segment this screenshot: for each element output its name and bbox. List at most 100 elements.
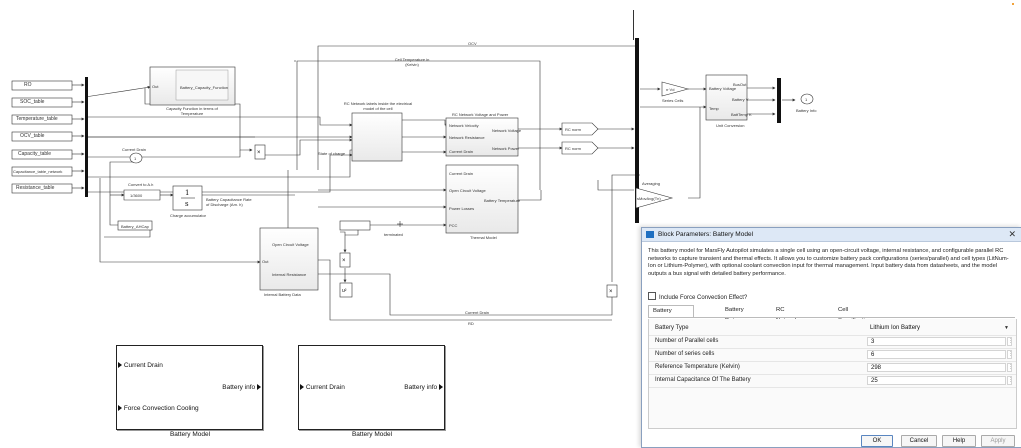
force-convection-checkbox[interactable]	[648, 292, 656, 300]
product-block-2[interactable]	[339, 252, 351, 268]
svg-text:×: ×	[257, 150, 261, 156]
param-row-reference-temperature: Reference Temperature (Kelvin) 298 ⋮	[649, 362, 1016, 375]
input-label-ro: RO	[24, 82, 32, 88]
product-block-3[interactable]	[606, 284, 618, 298]
tab-battery-data[interactable]: Battery Data	[725, 307, 744, 324]
capacity-out: Out	[152, 84, 159, 89]
force-convection-checkbox-row[interactable]: Include Force Convection Effect?	[648, 292, 747, 301]
thermal-model-caption: Thermal Model	[470, 235, 497, 240]
help-button[interactable]: Help	[942, 435, 976, 447]
close-icon[interactable]: ✕	[1008, 229, 1016, 239]
network-resistance-label: Network Resistance	[449, 135, 485, 140]
series-cells-gain[interactable]	[661, 81, 690, 97]
internal-battery-data-block[interactable]	[259, 227, 319, 291]
force-convection-label: Include Force Convection Effect?	[659, 295, 748, 301]
gain-1-3600[interactable]	[123, 189, 161, 201]
current-drain-small-label: Current Drain	[449, 149, 474, 154]
input-label-capacitance: Capacitance_table_network	[13, 169, 63, 174]
battery-ahcap-block[interactable]	[117, 220, 153, 231]
averaging-gain[interactable]	[635, 187, 674, 209]
tab-rc-network-data[interactable]: RC Network Data	[776, 307, 798, 335]
ocv-label: OCV	[468, 41, 477, 46]
current-drain-2-label: Current Drain	[449, 171, 474, 176]
pcc-label: PCC	[449, 223, 458, 228]
battery-info-label: Battery Info	[796, 108, 817, 113]
internal-capacitance-field[interactable]: 25	[867, 376, 1006, 385]
cancel-button[interactable]: Cancel	[901, 435, 937, 447]
ok-button[interactable]: OK	[861, 435, 893, 447]
rc-network-desc: RC Network labels inside the electrical …	[343, 101, 413, 111]
chevron-down-icon: ▼	[1004, 325, 1009, 331]
battery-voltage-label: Battery Voltage	[709, 86, 737, 91]
parallel-cells-field[interactable]: 3	[867, 337, 1006, 346]
battery-info-port-num: 1	[805, 97, 808, 102]
averaging-label: Averaging	[642, 181, 660, 186]
mux-bus	[635, 38, 639, 223]
capacity-fn-inner: Battery_Capacity_Function	[180, 85, 229, 90]
convert-ah-label: Convert to A.h	[128, 182, 154, 187]
dialog-description: This battery model for MarsFly Autopilot…	[648, 248, 1009, 277]
selector-block[interactable]	[339, 220, 371, 231]
internal-battery-data-caption: Internal Battery Data	[264, 292, 301, 297]
input-label-capacity: Capacity_table	[18, 151, 52, 157]
series-cells-field[interactable]: 6	[867, 350, 1006, 359]
battery-model-subsystem-1[interactable]: Current Drain Force Convection Cooling B…	[116, 345, 263, 430]
square-block[interactable]	[339, 282, 353, 298]
dialog-titlebar[interactable]: Block Parameters: Battery Model ✕	[642, 228, 1021, 242]
gain-3600-label: 1/3600	[130, 193, 143, 198]
parameter-panel: Battery Type Lithium Ion Battery▼ Number…	[648, 319, 1017, 429]
apply-button[interactable]: Apply	[981, 435, 1015, 447]
rc-voltage-power-block[interactable]	[445, 117, 519, 157]
product-block[interactable]	[254, 144, 266, 160]
ocv-wire	[317, 45, 638, 170]
ibd-out-label: Out	[262, 259, 269, 264]
param-label: Number of Parallel cells	[655, 338, 719, 344]
battery-type-dropdown[interactable]: Lithium Ion Battery▼	[870, 325, 1009, 331]
kebab-menu-icon[interactable]: ⋮	[1007, 337, 1013, 346]
kebab-menu-icon[interactable]: ⋮	[1007, 350, 1013, 359]
param-label: Battery Type	[655, 325, 689, 331]
svg-text:×: ×	[609, 289, 613, 295]
battery-cap-rate-label: Battery Capacitance Rate of Discharge (A…	[206, 197, 252, 207]
rc-norm-gain-1[interactable]	[561, 122, 599, 136]
kebab-menu-icon[interactable]: ⋮	[1007, 363, 1013, 372]
input-label-resistance: Resistance_table	[16, 185, 55, 191]
param-label: Internal Capacitance Of The Battery	[655, 377, 751, 383]
simulink-icon	[646, 231, 654, 238]
battery-model-subsystem-2[interactable]: Current Drain Battery info	[298, 345, 445, 430]
input-label-soc: SOC_table	[20, 99, 45, 105]
param-label: Number of series cells	[655, 351, 715, 357]
svg-text:s: s	[185, 200, 189, 208]
param-row-parallel-cells: Number of Parallel cells 3 ⋮	[649, 336, 1016, 349]
rd-label: RD	[468, 321, 474, 326]
current-drain-port[interactable]	[129, 152, 143, 164]
unit-conversion-block[interactable]	[705, 74, 748, 121]
current-drain-port-num: 1	[134, 156, 137, 161]
port-current-drain: Current Drain	[300, 384, 345, 391]
current-drain-label: Current Drain	[122, 147, 147, 152]
kebab-menu-icon[interactable]: ⋮	[1007, 376, 1013, 385]
thermal-model-block[interactable]	[445, 164, 519, 234]
ibd-ocv-label: Open Circuit Voltage	[272, 242, 309, 247]
subsystem-1-caption: Battery Model	[169, 431, 211, 438]
status-marker	[1012, 3, 1014, 5]
port-force-convection: Force Convection Cooling	[118, 405, 199, 412]
left-input-blocks	[11, 80, 85, 194]
rc-network-block[interactable]	[351, 112, 403, 162]
network-velocity-label: Network Velocity	[449, 123, 479, 128]
rc-norm-gain-2[interactable]	[561, 141, 599, 155]
param-label: Reference Temperature (Kelvin)	[655, 364, 740, 370]
terminated-label: terminated	[384, 232, 403, 237]
tab-cell-specifications[interactable]: Cell Specifications	[838, 307, 874, 324]
charge-accumulator-label: Charge accumulator	[170, 213, 207, 218]
rc-voltage-power-caption: RC Network Voltage and Power	[452, 112, 509, 117]
dialog-button-bar: OK Cancel Help Apply	[642, 431, 1021, 447]
bus-out-label: BusOut	[733, 82, 747, 87]
battery-v-label: Battery V	[732, 97, 749, 102]
reference-temperature-field[interactable]: 298	[867, 363, 1006, 372]
battery-info-port[interactable]	[800, 93, 814, 105]
current-drain-bottom-label: Current Drain	[465, 310, 490, 315]
port-battery-info: Battery info	[404, 384, 443, 391]
tab-battery-specifications[interactable]: Battery Specifications	[648, 305, 695, 325]
